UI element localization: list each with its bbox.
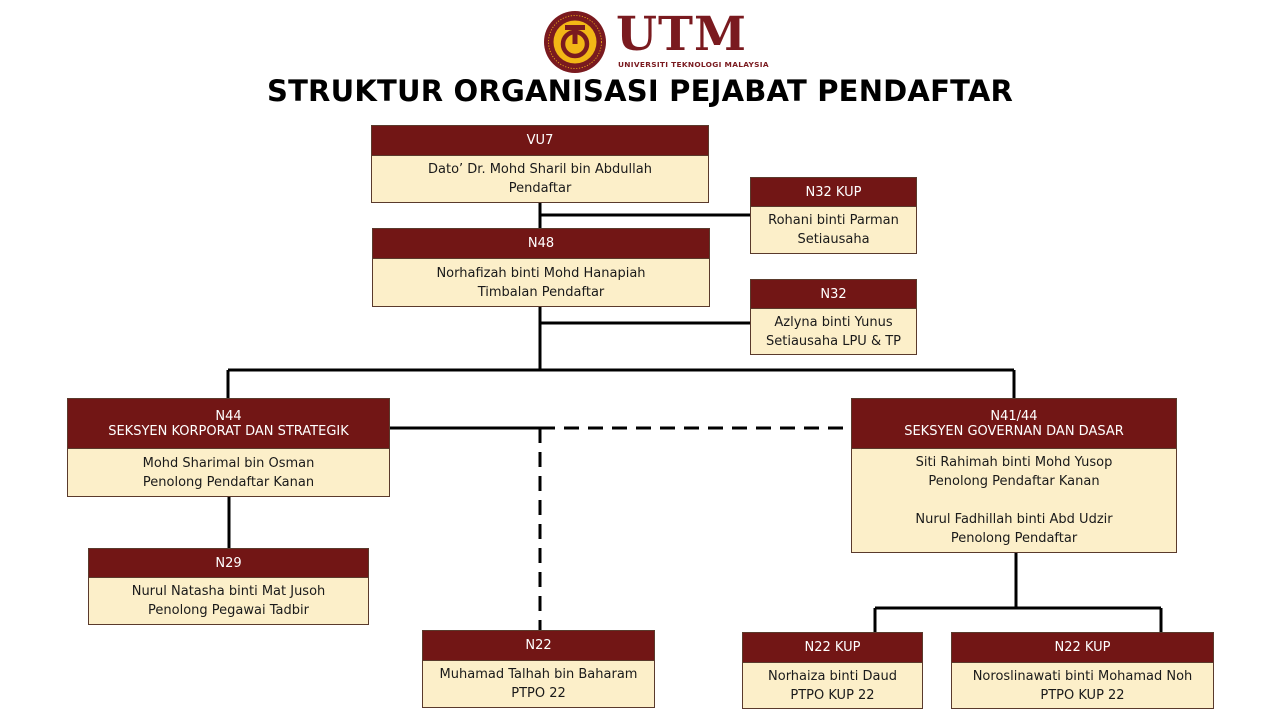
person-role: Penolong Pegawai Tadbir — [148, 603, 309, 618]
node-vu7: VU7 Dato’ Dr. Mohd Sharil bin Abdullah P… — [371, 125, 709, 203]
node-body: Norhaiza binti Daud PTPO KUP 22 — [743, 663, 922, 708]
node-grade: N44 — [215, 408, 242, 424]
node-body: Dato’ Dr. Mohd Sharil bin Abdullah Penda… — [372, 156, 708, 202]
page-title: STRUKTUR ORGANISASI PEJABAT PENDAFTAR — [266, 74, 1013, 108]
person-name: Siti Rahimah binti Mohd Yusop — [915, 455, 1113, 470]
node-n44: N44 SEKSYEN KORPORAT DAN STRATEGIK Mohd … — [67, 398, 390, 497]
person-role: Setiausaha LPU & TP — [765, 333, 902, 349]
logo-subtitle: UNIVERSITI TEKNOLOGI MALAYSIA — [618, 60, 769, 69]
node-n22kup-b: N22 KUP Noroslinawati binti Mohamad Noh … — [951, 632, 1214, 709]
logo-wordmark: UTM — [616, 7, 747, 62]
node-header: N44 SEKSYEN KORPORAT DAN STRATEGIK — [68, 399, 389, 449]
node-n22kup-a: N22 KUP Norhaiza binti Daud PTPO KUP 22 — [742, 632, 923, 709]
person-name: Nurul Natasha binti Mat Jusoh — [131, 584, 326, 599]
node-grade: N32 — [751, 280, 916, 309]
node-grade: VU7 — [372, 126, 708, 156]
node-grade: N22 — [423, 631, 654, 661]
section-name: SEKSYEN GOVERNAN DAN DASAR — [904, 423, 1124, 439]
person-role: Penolong Pendaftar Kanan — [928, 474, 1100, 489]
node-n48: N48 Norhafizah binti Mohd Hanapiah Timba… — [372, 228, 710, 307]
person-name: Norhaiza binti Daud — [768, 668, 897, 684]
person-role: PTPO KUP 22 — [790, 687, 875, 703]
section-name: SEKSYEN KORPORAT DAN STRATEGIK — [108, 423, 349, 439]
node-n4144: N41/44 SEKSYEN GOVERNAN DAN DASAR Siti R… — [851, 398, 1177, 553]
node-body: Norhafizah binti Mohd Hanapiah Timbalan … — [373, 259, 709, 306]
utm-logo — [544, 11, 606, 73]
node-grade: N22 KUP — [952, 633, 1213, 663]
person-name: Norhafizah binti Mohd Hanapiah — [436, 265, 646, 281]
node-grade: N22 KUP — [743, 633, 922, 663]
person-role: Pendaftar — [508, 181, 572, 196]
person-name: Azlyna binti Yunus — [774, 314, 893, 330]
person-role: PTPO 22 — [511, 686, 566, 701]
person-name: Noroslinawati binti Mohamad Noh — [972, 668, 1193, 684]
person-role: Timbalan Pendaftar — [477, 284, 605, 300]
node-n32kup-setiausaha: N32 KUP Rohani binti Parman Setiausaha — [750, 177, 917, 254]
node-n22: N22 Muhamad Talhah bin Baharam PTPO 22 — [422, 630, 655, 708]
person-role: Penolong Pendaftar — [950, 531, 1078, 546]
person-name: Mohd Sharimal bin Osman — [142, 455, 315, 471]
node-header: N41/44 SEKSYEN GOVERNAN DAN DASAR — [852, 399, 1176, 449]
node-grade: N32 KUP — [751, 178, 916, 207]
person-name: Nurul Fadhillah binti Abd Udzir — [915, 512, 1113, 527]
person-name: Muhamad Talhah bin Baharam — [439, 667, 638, 682]
person-role: PTPO KUP 22 — [1040, 687, 1125, 703]
person-role: Penolong Pendaftar Kanan — [142, 474, 315, 490]
node-grade: N29 — [89, 549, 368, 578]
node-grade: N48 — [373, 229, 709, 259]
node-body: Muhamad Talhah bin Baharam PTPO 22 — [423, 661, 654, 707]
node-body: Noroslinawati binti Mohamad Noh PTPO KUP… — [952, 663, 1213, 708]
node-grade: N41/44 — [990, 408, 1038, 424]
node-n29: N29 Nurul Natasha binti Mat Jusoh Penolo… — [88, 548, 369, 625]
node-n32: N32 Azlyna binti Yunus Setiausaha LPU & … — [750, 279, 917, 355]
person-name: Rohani binti Parman — [768, 213, 899, 228]
node-body: Siti Rahimah binti Mohd Yusop Penolong P… — [852, 449, 1176, 552]
person-name: Dato’ Dr. Mohd Sharil bin Abdullah — [428, 162, 652, 177]
person-role: Setiausaha — [797, 232, 870, 247]
node-body: Nurul Natasha binti Mat Jusoh Penolong P… — [89, 578, 368, 624]
node-body: Mohd Sharimal bin Osman Penolong Pendaft… — [68, 449, 389, 496]
node-body: Azlyna binti Yunus Setiausaha LPU & TP — [751, 309, 916, 354]
node-body: Rohani binti Parman Setiausaha — [751, 207, 916, 253]
